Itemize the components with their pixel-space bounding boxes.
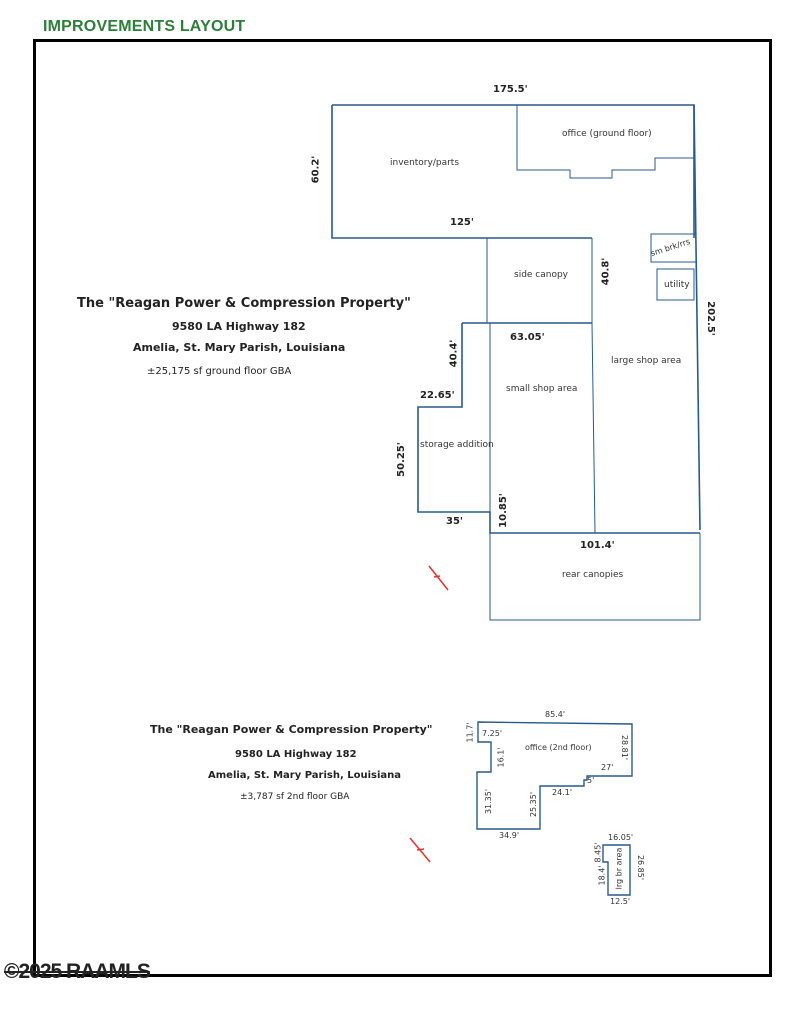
dim2-i: 25.35' bbox=[529, 791, 539, 818]
second-city: Amelia, St. Mary Parish, Louisiana bbox=[208, 770, 402, 781]
page-title: IMPROVEMENTS LAYOUT bbox=[43, 18, 246, 35]
small-shop-outline bbox=[417, 322, 700, 534]
second-address: 9580 LA Highway 182 bbox=[235, 749, 357, 760]
room-office-ground: office (ground floor) bbox=[562, 129, 652, 139]
dim2-k: 16.05' bbox=[608, 833, 634, 842]
second-floor-plan bbox=[476, 721, 633, 896]
lrg-br-outline bbox=[602, 844, 631, 896]
room-storage: storage addition bbox=[420, 440, 494, 450]
dim2-o: 12.5' bbox=[610, 897, 631, 906]
second-property-title: The "Reagan Power & Compression Property… bbox=[150, 723, 433, 736]
dim2-m: 18.4' bbox=[597, 865, 607, 886]
copyright-watermark: ©2025 RAAMLS bbox=[4, 960, 151, 983]
inventory-outline bbox=[331, 104, 695, 239]
dim2-c: 16.1' bbox=[496, 747, 506, 768]
sm-brk-box bbox=[650, 233, 697, 263]
dim2-g: 24.1' bbox=[552, 788, 573, 797]
dim-inv-bottom: 125' bbox=[450, 217, 474, 228]
office-2nd-outline bbox=[476, 721, 633, 830]
dim2-n: 26.85' bbox=[636, 854, 646, 881]
ground-address: 9580 LA Highway 182 bbox=[172, 320, 306, 333]
room-small-shop: small shop area bbox=[506, 384, 578, 394]
ground-city: Amelia, St. Mary Parish, Louisiana bbox=[133, 341, 346, 354]
dim-top: 175.5' bbox=[493, 84, 528, 95]
north-arrow-icon bbox=[409, 565, 449, 863]
room-large-shop: large shop area bbox=[611, 356, 682, 366]
dim-step: 40.4' bbox=[448, 339, 460, 368]
ground-property-title: The "Reagan Power & Compression Property… bbox=[77, 296, 411, 311]
dim2-l: 8.45' bbox=[593, 842, 603, 863]
dim-bottom: 101.4' bbox=[580, 540, 615, 551]
dim-left: 60.2' bbox=[310, 155, 322, 184]
east-wall bbox=[693, 104, 701, 531]
room-rear-canopies: rear canopies bbox=[562, 570, 624, 580]
dim2-a: 11.7' bbox=[465, 722, 475, 743]
dim2-j: 34.9' bbox=[499, 831, 520, 840]
dim-storage-left: 50.25' bbox=[395, 442, 407, 477]
room-inventory: inventory/parts bbox=[390, 158, 460, 168]
rear-canopy-outline bbox=[489, 533, 701, 621]
dim2-d: 28.81' bbox=[620, 734, 630, 761]
dim2-top: 85.4' bbox=[545, 710, 566, 719]
dim2-h: 31.35' bbox=[484, 788, 494, 815]
dim-canopy: 40.8' bbox=[600, 257, 612, 286]
room-side-canopy: side canopy bbox=[514, 270, 569, 280]
room-office-2nd: office (2nd floor) bbox=[525, 743, 592, 752]
dim-small-gap: 10.85' bbox=[497, 493, 509, 528]
drawing-frame bbox=[33, 39, 772, 977]
dim2-f: 5' bbox=[587, 776, 595, 785]
side-canopy-outline bbox=[486, 238, 593, 323]
dim-shop-top: 63.05' bbox=[510, 332, 545, 343]
ground-floor-plan bbox=[331, 104, 701, 621]
dim-storage-bottom: 35' bbox=[446, 516, 463, 527]
room-lrg-br: lrg br area bbox=[614, 847, 624, 890]
room-utility: utility bbox=[664, 280, 690, 290]
dim2-e: 27' bbox=[601, 763, 614, 772]
shop-divider bbox=[489, 322, 596, 534]
dim-right: 202.5' bbox=[704, 301, 716, 336]
second-area: ±3,787 sf 2nd floor GBA bbox=[240, 792, 350, 802]
dim-storage-top: 22.65' bbox=[420, 390, 455, 401]
office-ground-outline bbox=[516, 105, 694, 179]
dim2-b: 7.25' bbox=[482, 729, 503, 738]
ground-area: ±25,175 sf ground floor GBA bbox=[147, 366, 292, 377]
utility-box bbox=[656, 268, 695, 301]
